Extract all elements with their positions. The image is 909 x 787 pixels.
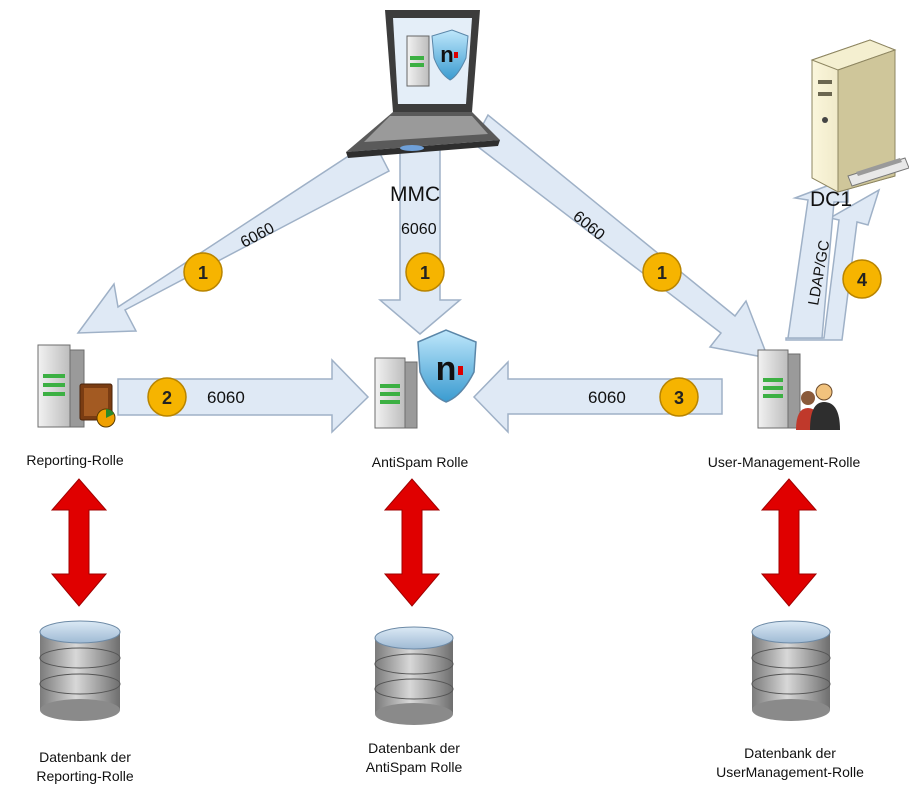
db-link-reporting [50,478,108,607]
port-label-usermgmt-antispam: 6060 [588,388,626,407]
step-badge-1-usermgmt: 1 [642,252,682,292]
step-number: 2 [162,388,172,408]
db-link-antispam [383,478,441,607]
db-usermgmt-label: Datenbank der UserManagement-Rolle [716,745,864,780]
database-icon [751,620,831,721]
db-link-usermgmt [760,478,818,607]
step-number: 1 [657,263,667,283]
server-tower-icon[interactable] [810,39,909,193]
arrow-reporting-to-antispam [117,358,370,434]
db-reporting-label-line1: Datenbank der [39,749,131,765]
shield-server-icon[interactable]: n [374,329,477,429]
users-server-icon[interactable] [757,349,840,430]
step-badge-2: 2 [147,377,187,417]
usermgmt-label: User-Management-Rolle [708,454,861,470]
database-icon [374,626,454,725]
mmc-label: MMC [390,183,440,206]
db-reporting-label-line2: Reporting-Rolle [36,768,133,784]
arrow-mmc-to-usermgmt [472,113,770,359]
db-antispam-label: Datenbank der AntiSpam Rolle [366,740,463,775]
step-number: 1 [198,263,208,283]
report-server-icon[interactable] [37,344,116,428]
step-badge-1-antispam: 1 [405,252,445,292]
db-usermgmt-label-line2: UserManagement-Rolle [716,764,864,780]
svg-text:n: n [440,42,453,67]
step-number: 3 [674,388,684,408]
db-antispam-label-line1: Datenbank der [368,740,460,756]
laptop-icon[interactable]: n [346,10,500,158]
step-badge-4: 4 [842,259,882,299]
step-number: 1 [420,263,430,283]
step-number: 4 [857,270,867,290]
antispam-label: AntiSpam Rolle [372,454,469,470]
arrow-mmc-to-reporting [76,138,391,334]
arrow-usermgmt-to-dc1 [785,176,881,341]
step-badge-3: 3 [659,377,699,417]
reporting-label: Reporting-Rolle [26,452,123,468]
db-antispam-label-line2: AntiSpam Rolle [366,759,463,775]
svg-text:n: n [436,350,457,388]
port-label-mmc-antispam: 6060 [401,221,437,238]
dc1-label: DC1 [810,188,852,211]
arrow-mmc-to-antispam [377,149,463,335]
database-icon [39,620,121,721]
db-usermgmt-label-line1: Datenbank der [744,745,836,761]
step-badge-1-reporting: 1 [183,252,223,292]
port-label-reporting-antispam: 6060 [207,388,245,407]
db-reporting-label: Datenbank der Reporting-Rolle [36,749,133,784]
